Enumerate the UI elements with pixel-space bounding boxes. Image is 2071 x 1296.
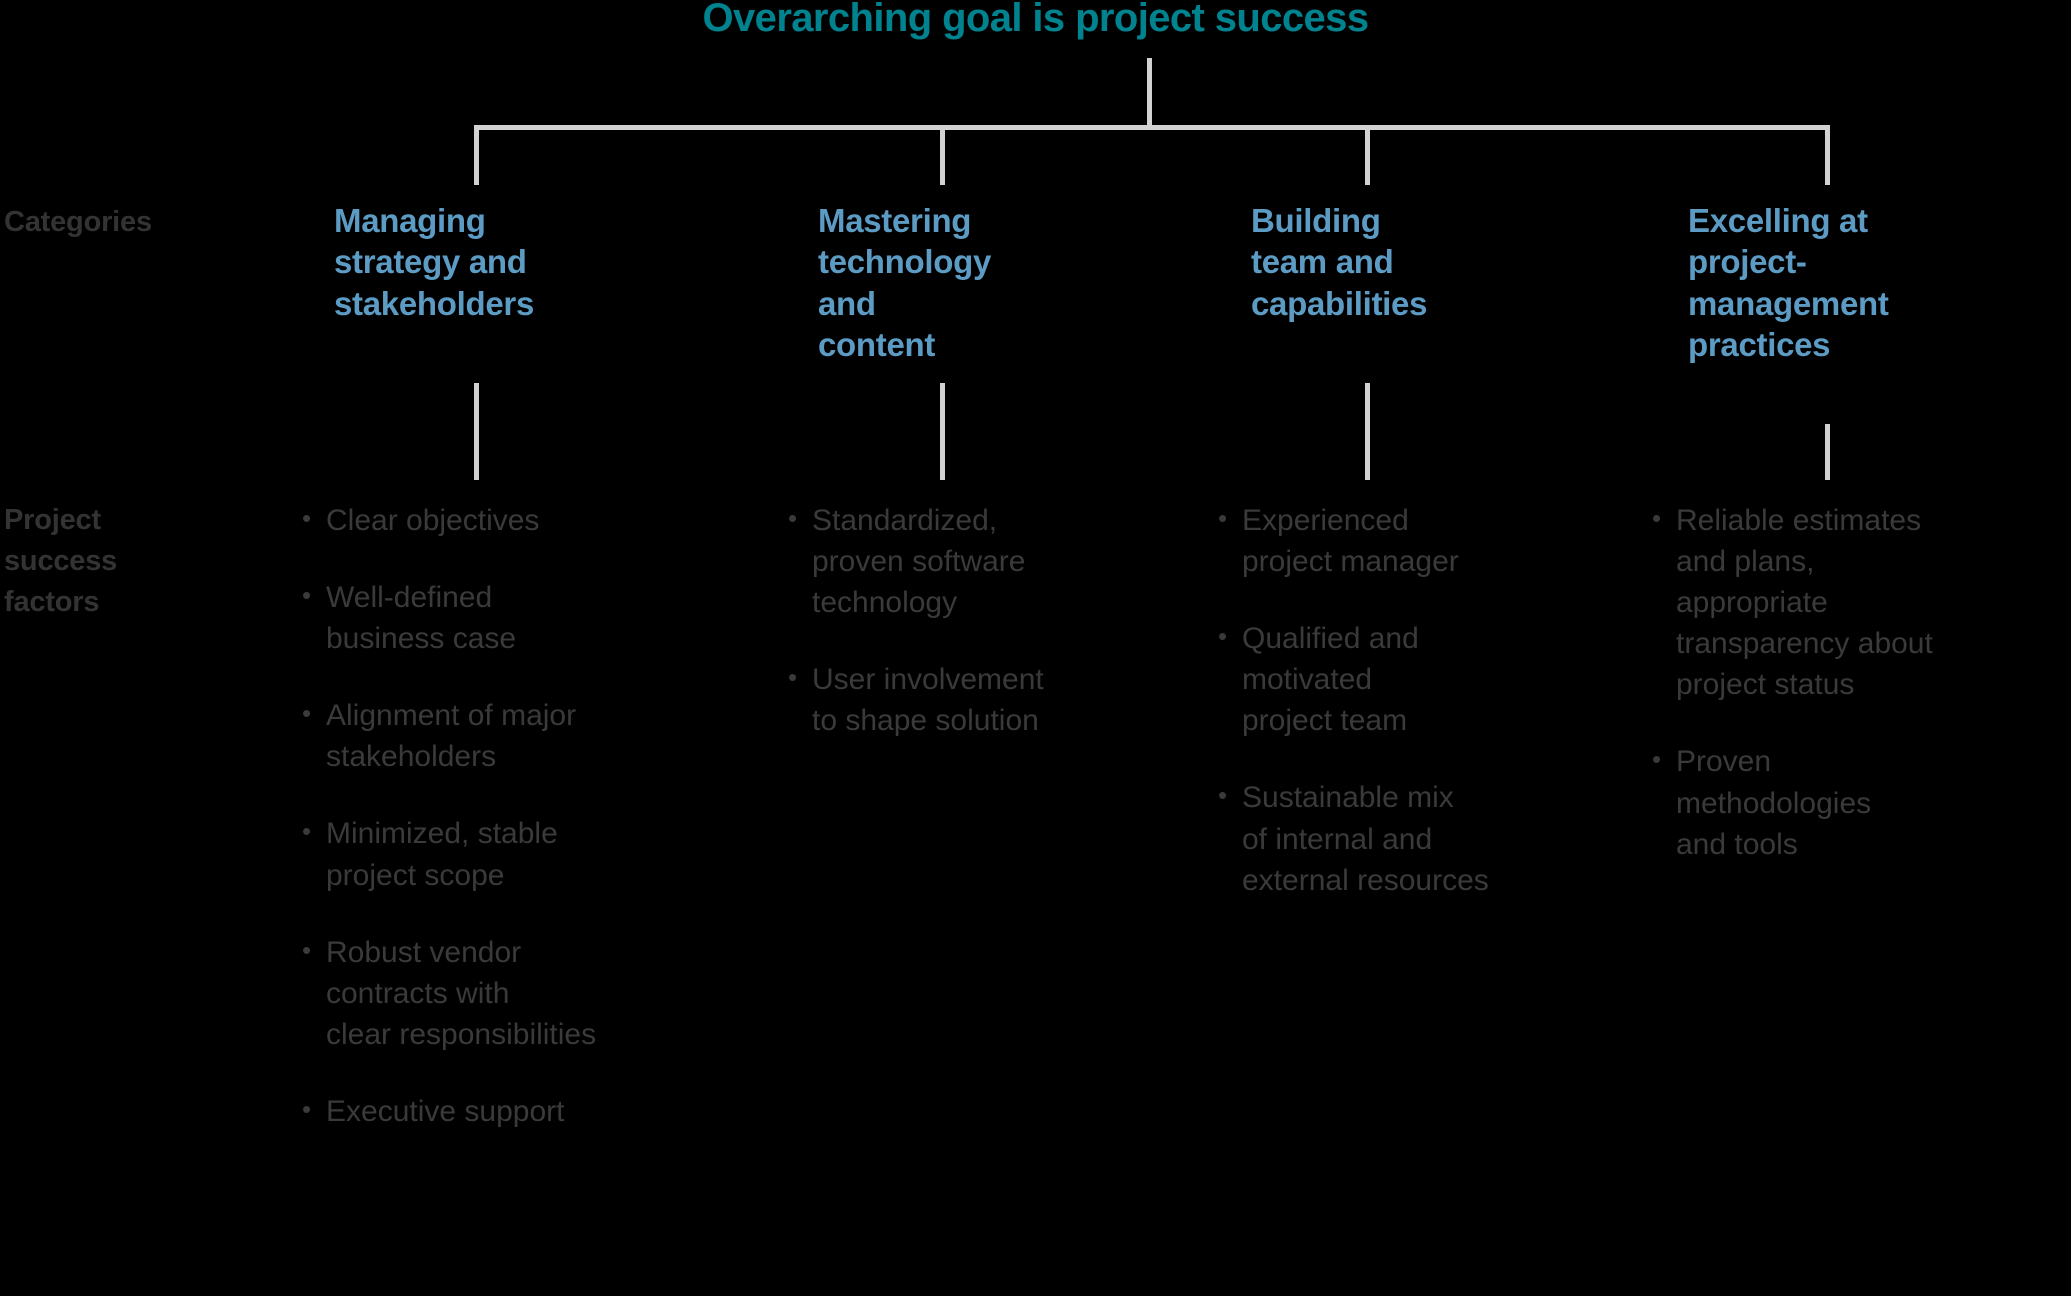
success-factor-list: Experienced project manager Qualified an…: [1216, 499, 1626, 937]
connector-drop-category-3: [1365, 125, 1370, 185]
connector-drop-category-2: [940, 125, 945, 185]
list-item: Alignment of major stakeholders: [300, 694, 730, 777]
success-factor-list: Clear objectives Well-defined business c…: [300, 499, 730, 1168]
category-heading: Mastering technology and content: [818, 202, 992, 363]
connector-drop-category-4: [1825, 125, 1830, 185]
category-heading: Building team and capabilities: [1251, 202, 1428, 322]
list-item: Sustainable mix of internal and external…: [1216, 776, 1626, 900]
success-factor-list: Standardized, proven software technology…: [786, 499, 1206, 777]
category-heading: Excelling at project- management practic…: [1688, 202, 1889, 363]
list-item: Minimized, stable project scope: [300, 812, 730, 895]
category-heading: Managing strategy and stakeholders: [334, 202, 534, 322]
success-factor-list: Reliable estimates and plans, appropriat…: [1650, 499, 2071, 901]
list-item: Proven methodologies and tools: [1650, 740, 2071, 864]
list-item: Executive support: [300, 1090, 730, 1132]
list-item: Reliable estimates and plans, appropriat…: [1650, 499, 2071, 705]
row-label-project-success-factors: Project success factors: [4, 504, 118, 619]
connector-root-stem: [1147, 58, 1152, 128]
connector-category-1-to-factors: [474, 383, 479, 480]
list-item: Well-defined business case: [300, 576, 730, 659]
page-title: Overarching goal is project success: [702, 0, 1370, 40]
list-item: Experienced project manager: [1216, 499, 1626, 582]
connector-horizontal-bar: [474, 125, 1830, 130]
row-label-categories: Categories: [4, 206, 152, 238]
connector-category-4-to-factors: [1825, 424, 1830, 480]
list-item: Clear objectives: [300, 499, 730, 541]
list-item: Robust vendor contracts with clear respo…: [300, 931, 730, 1055]
connector-category-2-to-factors: [940, 383, 945, 480]
list-item: Qualified and motivated project team: [1216, 617, 1626, 741]
list-item: Standardized, proven software technology: [786, 499, 1206, 623]
connector-drop-category-1: [474, 125, 479, 185]
list-item: User involvement to shape solution: [786, 658, 1206, 741]
connector-category-3-to-factors: [1365, 383, 1370, 480]
